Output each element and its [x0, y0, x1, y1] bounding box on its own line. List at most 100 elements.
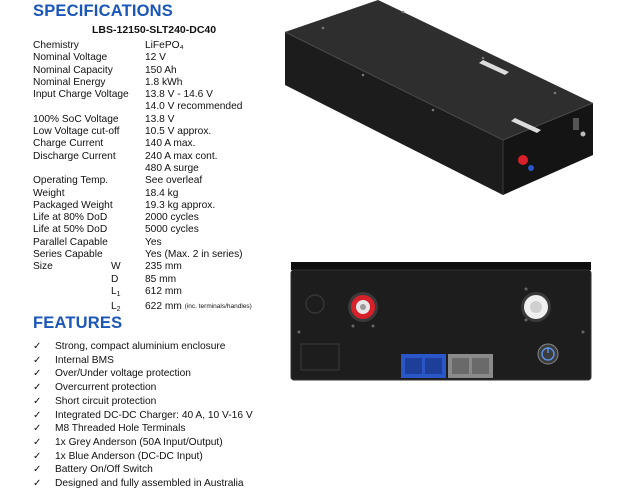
model-number: LBS-12150-SLT240-DC40: [92, 24, 217, 36]
battery-perspective-image: [284, 0, 594, 195]
power-switch-icon: [537, 343, 559, 365]
spec-label: Discharge Current: [33, 150, 116, 162]
spec-label: Series Capable: [33, 249, 103, 261]
spec-value: 150 Ah: [145, 64, 177, 76]
spec-row: Parallel Capable Yes: [33, 237, 252, 249]
spec-value: See overleaf: [145, 175, 203, 187]
spec-value: 240 A max cont.: [145, 150, 218, 162]
list-item: ✓1x Blue Anderson (DC-DC Input): [33, 450, 203, 462]
check-icon: ✓: [33, 368, 42, 380]
spec-value: 140 A max.: [145, 138, 196, 150]
spec-row: 480 A surge: [33, 163, 252, 175]
spec-label: Chemistry: [33, 40, 79, 51]
spec-row: Life at 80% DoD 2000 cycles: [33, 212, 252, 224]
spec-row: Operating Temp. See overleaf: [33, 175, 252, 187]
spec-value: 1.8 kWh: [145, 76, 183, 88]
spec-label: Operating Temp.: [33, 175, 109, 187]
check-icon: ✓: [33, 450, 42, 462]
dim-key: D: [111, 273, 119, 285]
list-item: ✓M8 Threaded Hole Terminals: [33, 423, 186, 435]
list-item: ✓Overcurrent protection: [33, 382, 157, 394]
check-icon: ✓: [33, 464, 42, 476]
spec-row: Weight 18.4 kg: [33, 188, 252, 200]
list-item: ✓Integrated DC-DC Charger: 40 A, 10 V-16…: [33, 409, 253, 421]
features-list: ✓Strong, compact aluminium enclosure ✓In…: [33, 340, 253, 491]
spec-row: Nominal Voltage 12 V: [33, 52, 252, 64]
spec-value: 14.0 V recommended: [145, 101, 243, 113]
dim-value: 622 mm: [145, 301, 182, 313]
list-item: ✓Short circuit protection: [33, 395, 157, 407]
check-icon: ✓: [33, 354, 42, 366]
spec-value: 13.8 V - 14.6 V: [145, 89, 213, 101]
check-icon: ✓: [33, 423, 42, 435]
check-icon: ✓: [33, 478, 42, 490]
spec-label: Input Charge Voltage: [33, 89, 129, 101]
spec-label: Life at 80% DoD: [33, 212, 108, 224]
dim-value: 85 mm: [145, 273, 177, 285]
spec-label: [33, 163, 145, 175]
spec-value: 5000 cycles: [145, 224, 199, 236]
size-label: Size: [33, 261, 53, 273]
positive-terminal-icon: [348, 292, 378, 322]
spec-value: Yes (Max. 2 in series): [145, 249, 243, 261]
spec-label: 100% SoC Voltage: [33, 113, 119, 125]
dim-key: L1: [111, 285, 121, 298]
size-row: L1 612 mm: [33, 286, 252, 301]
battery-end-view-image: [290, 262, 592, 381]
dim-value: 612 mm: [145, 285, 182, 297]
check-icon: ✓: [33, 409, 42, 421]
list-item: ✓Over/Under voltage protection: [33, 368, 191, 380]
spec-label: Nominal Energy: [33, 76, 106, 88]
spec-row: Series Capable Yes (Max. 2 in series): [33, 249, 252, 261]
spec-row: 100% SoC Voltage 13.8 V: [33, 114, 252, 126]
size-row: L2 622 mm (inc. terminals/handles): [33, 301, 252, 316]
spec-label: Parallel Capable: [33, 236, 108, 248]
list-item: ✓1x Grey Anderson (50A Input/Output): [33, 436, 223, 448]
check-icon: ✓: [33, 436, 42, 448]
spec-label: Nominal Voltage: [33, 52, 108, 64]
list-item: ✓Battery On/Off Switch: [33, 464, 153, 476]
dim-value: 235 mm: [145, 261, 182, 273]
features-heading: FEATURES: [33, 314, 123, 332]
list-item: ✓Designed and fully assembled in Austral…: [33, 478, 244, 490]
spec-row: Packaged Weight 19.3 kg approx.: [33, 200, 252, 212]
specifications-heading: SPECIFICATIONS: [33, 2, 174, 20]
spec-value: 18.4 kg: [145, 187, 179, 199]
spec-value: 10.5 V approx.: [145, 126, 212, 138]
spec-row: Low Voltage cut-off 10.5 V approx.: [33, 126, 252, 138]
dim-note: (inc. terminals/handles): [184, 303, 252, 311]
check-icon: ✓: [33, 395, 42, 407]
check-icon: ✓: [33, 341, 42, 352]
spec-row: Life at 50% DoD 5000 cycles: [33, 224, 252, 236]
spec-label: [33, 101, 145, 113]
positive-terminal-icon: [518, 155, 528, 165]
spec-value: LiFePO₄: [145, 40, 184, 51]
size-row: D 85 mm: [33, 274, 252, 286]
spec-label: Life at 50% DoD: [33, 224, 108, 236]
spec-label: Packaged Weight: [33, 199, 113, 211]
spec-value: Yes: [145, 236, 162, 248]
spec-value: 13.8 V: [145, 113, 175, 125]
spec-label: Weight: [33, 187, 65, 199]
spec-value: 12 V: [145, 52, 166, 64]
spec-row: Input Charge Voltage 13.8 V - 14.6 V: [33, 89, 252, 101]
size-row: Size W 235 mm: [33, 261, 252, 273]
list-item: ✓Internal BMS: [33, 354, 114, 366]
dim-key: W: [111, 261, 121, 273]
spec-label: Nominal Capacity: [33, 64, 113, 76]
list-item: ✓Strong, compact aluminium enclosure: [33, 341, 226, 352]
dim-key: L2: [111, 301, 121, 314]
check-icon: ✓: [33, 382, 42, 394]
spec-value: 19.3 kg approx.: [145, 199, 216, 211]
spec-value: 480 A surge: [145, 162, 199, 174]
spec-row: Discharge Current 240 A max cont.: [33, 151, 252, 163]
spec-row: Charge Current 140 A max.: [33, 138, 252, 150]
spec-row: Nominal Energy 1.8 kWh: [33, 77, 252, 89]
spec-table: Chemistry LiFePO₄ Nominal Voltage 12 V Nom…: [33, 40, 252, 317]
spec-value: 2000 cycles: [145, 212, 199, 224]
spec-row: Chemistry LiFePO₄: [33, 40, 252, 52]
spec-label: Low Voltage cut-off: [33, 126, 120, 138]
spec-row: Nominal Capacity 150 Ah: [33, 65, 252, 77]
spec-label: Charge Current: [33, 138, 104, 150]
negative-terminal-icon: [521, 292, 551, 322]
